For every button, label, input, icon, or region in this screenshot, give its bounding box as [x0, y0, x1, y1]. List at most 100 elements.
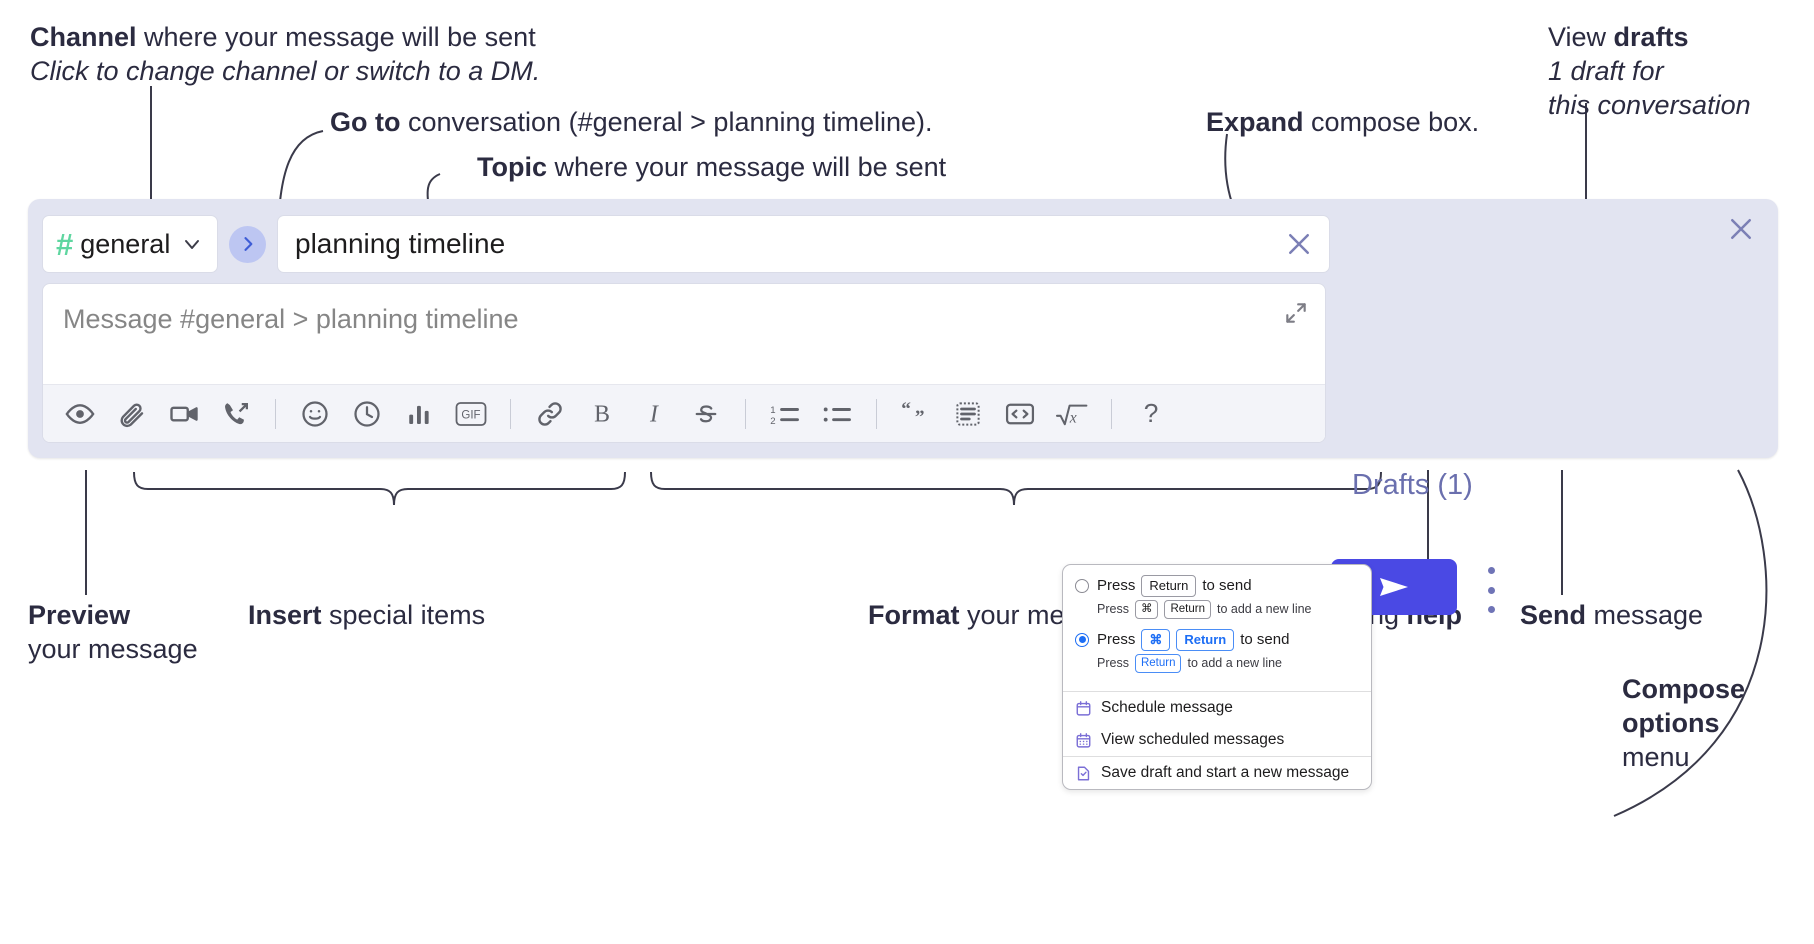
svg-text:”: ”: [915, 407, 925, 428]
bold-icon[interactable]: B: [579, 392, 625, 436]
annotation-expand-bold: Expand: [1206, 107, 1304, 137]
send-option-return[interactable]: Press Return to send Press ⌘ Return to a…: [1075, 575, 1359, 620]
ordered-list-icon[interactable]: 1 2: [762, 392, 808, 436]
preview-icon[interactable]: [57, 392, 103, 436]
option2-post: to send: [1240, 631, 1290, 649]
svg-text:GIF: GIF: [461, 409, 480, 421]
clock-icon[interactable]: [344, 392, 390, 436]
annotation-preview-bold: Preview: [28, 600, 131, 630]
channel-selector[interactable]: # general: [42, 215, 218, 273]
annotation-drafts-italic-2: this conversation: [1548, 90, 1751, 121]
annotation-preview-line2: your message: [28, 634, 198, 665]
topic-input[interactable]: planning timeline: [277, 215, 1330, 273]
annotation-insert: Insert special items: [248, 598, 485, 632]
svg-text:?: ?: [1144, 399, 1159, 428]
menu-divider: [1063, 756, 1371, 758]
annotation-drafts-bold: drafts: [1613, 22, 1689, 52]
svg-text:I: I: [649, 401, 659, 427]
menu-divider: [1063, 691, 1371, 693]
emoji-icon[interactable]: [292, 392, 338, 436]
annotation-channel-italic: Click to change channel or switch to a D…: [30, 56, 541, 87]
compose-options-menu: Press Return to send Press ⌘ Return to a…: [1062, 564, 1372, 791]
formatting-toolbar: GIF B I: [43, 384, 1325, 442]
svg-text:“: “: [901, 399, 911, 420]
hash-icon: #: [56, 226, 74, 262]
math-sqrt-icon[interactable]: x: [1049, 392, 1095, 436]
annotation-drafts-italic-1: 1 draft for: [1548, 56, 1664, 87]
message-placeholder: Message #general > planning timeline: [63, 304, 519, 334]
menu-item-schedule-message[interactable]: Schedule message: [1063, 692, 1371, 724]
annotation-expand-rest: compose box.: [1303, 107, 1480, 137]
menu-item-label: Schedule message: [1101, 699, 1233, 717]
poll-bars-icon[interactable]: [396, 392, 442, 436]
close-icon[interactable]: [1724, 212, 1758, 246]
expand-diagonal-icon[interactable]: [1281, 298, 1311, 328]
goto-conversation-button[interactable]: [229, 225, 266, 263]
drafts-link[interactable]: Drafts (1): [1352, 469, 1473, 501]
key-return: Return: [1164, 599, 1211, 620]
more-vertical-icon[interactable]: [1480, 567, 1502, 613]
annotation-goto: Go to conversation (#general > planning …: [330, 105, 933, 139]
key-return: Return: [1134, 653, 1182, 674]
option2-pre: Press: [1097, 631, 1136, 649]
annotation-compose-options: Compose options menu: [1622, 672, 1745, 774]
option1-sub-post: to add a new line: [1216, 602, 1312, 617]
annotation-topic: Topic where your message will be sent: [477, 150, 946, 184]
annotation-topic-bold: Topic: [477, 152, 547, 182]
attachment-icon[interactable]: [109, 392, 155, 436]
video-camera-icon[interactable]: [161, 392, 207, 436]
key-return: Return: [1176, 629, 1235, 651]
question-mark-icon[interactable]: ?: [1128, 392, 1174, 436]
annotation-compose-options-line2: options: [1622, 708, 1720, 739]
toolbar-separator: [876, 398, 877, 429]
radio-unselected[interactable]: [1075, 578, 1089, 593]
option1-pre: Press: [1097, 577, 1136, 595]
send-shortcut-options: Press Return to send Press ⌘ Return to a…: [1063, 565, 1371, 691]
inline-code-icon[interactable]: [997, 392, 1043, 436]
link-icon[interactable]: [527, 392, 573, 436]
document-check-icon: [1075, 765, 1092, 782]
annotation-send: Send message: [1520, 598, 1703, 632]
calendar-schedule-icon: [1075, 700, 1092, 717]
send-option-cmd-return[interactable]: Press ⌘ Return to send Press Return to a…: [1075, 629, 1359, 674]
annotation-compose-options-line1: Compose: [1622, 674, 1746, 704]
annotation-insert-rest: special items: [321, 600, 486, 630]
toolbar-separator: [1111, 398, 1112, 429]
annotation-channel-bold: Channel: [30, 22, 137, 52]
annotation-expand: Expand compose box.: [1206, 105, 1479, 139]
option1-sub-pre: Press: [1097, 602, 1129, 617]
code-block-icon[interactable]: [945, 392, 991, 436]
topic-value: planning timeline: [295, 228, 506, 259]
gif-icon[interactable]: GIF: [448, 392, 494, 436]
phone-forward-icon[interactable]: [213, 392, 259, 436]
menu-item-label: View scheduled messages: [1101, 731, 1285, 749]
toolbar-separator: [745, 398, 746, 429]
toolbar-separator: [275, 398, 276, 429]
menu-item-view-scheduled[interactable]: View scheduled messages: [1063, 724, 1371, 756]
menu-item-save-draft[interactable]: Save draft and start a new message: [1063, 757, 1371, 789]
blockquote-icon[interactable]: “ ”: [893, 392, 939, 436]
svg-text:1: 1: [770, 404, 775, 415]
radio-selected[interactable]: [1075, 632, 1089, 647]
toolbar-separator: [510, 398, 511, 429]
italic-icon[interactable]: I: [631, 392, 677, 436]
key-return: Return: [1141, 575, 1197, 597]
annotation-topic-rest: where your message will be sent: [547, 152, 947, 182]
strikethrough-icon[interactable]: [683, 392, 729, 436]
option2-sub-post: to add a new line: [1187, 656, 1282, 671]
annotation-goto-rest: conversation (#general > planning timeli…: [400, 107, 933, 137]
annotation-goto-bold: Go to: [330, 107, 401, 137]
key-command: ⌘: [1134, 599, 1159, 620]
svg-text:2: 2: [770, 416, 775, 427]
channel-name: general: [80, 228, 171, 259]
option1-subtext: Press ⌘ Return to add a new line: [1097, 599, 1359, 620]
clear-topic-icon[interactable]: [1283, 228, 1315, 260]
bulleted-list-icon[interactable]: [814, 392, 860, 436]
svg-text:x: x: [1069, 409, 1077, 426]
annotation-drafts: View drafts 1 draft for this conversatio…: [1548, 20, 1751, 122]
calendar-grid-icon: [1075, 732, 1092, 749]
message-editor[interactable]: Message #general > planning timeline: [42, 283, 1326, 443]
chevron-down-icon: [180, 232, 204, 256]
